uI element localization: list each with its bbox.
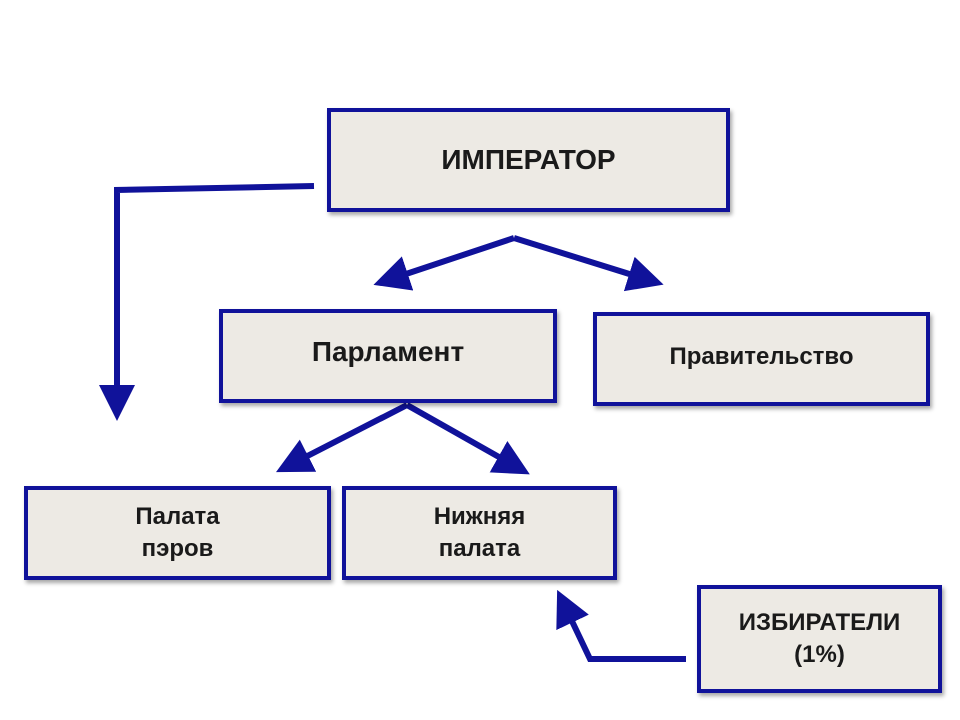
node-parliament: Парламент — [219, 309, 557, 403]
node-emperor: ИМПЕРАТОР — [327, 108, 730, 212]
edge-parliament-lords — [275, 402, 409, 473]
node-voters: ИЗБИРАТЕЛИ (1%) — [697, 585, 942, 693]
node-house-of-lords-label: Палата пэров — [135, 502, 220, 562]
node-lower-house-label: Нижняя палата — [433, 502, 526, 562]
node-government: Правительство — [593, 312, 930, 406]
node-voters-label: ИЗБИРАТЕЛИ (1%) — [738, 608, 901, 668]
node-parliament-label: Парламент — [311, 336, 465, 368]
node-lower-house: Нижняя палата — [342, 486, 617, 580]
node-house-of-lords: Палата пэров — [24, 486, 331, 580]
node-government-label: Правительство — [669, 342, 854, 370]
edge-parliament-commons — [405, 402, 530, 475]
edge-emperor-government — [513, 235, 664, 292]
node-emperor-label: ИМПЕРАТОР — [441, 144, 616, 176]
edge-voters-commons — [556, 589, 686, 662]
edge-emperor-parliament — [373, 235, 515, 291]
